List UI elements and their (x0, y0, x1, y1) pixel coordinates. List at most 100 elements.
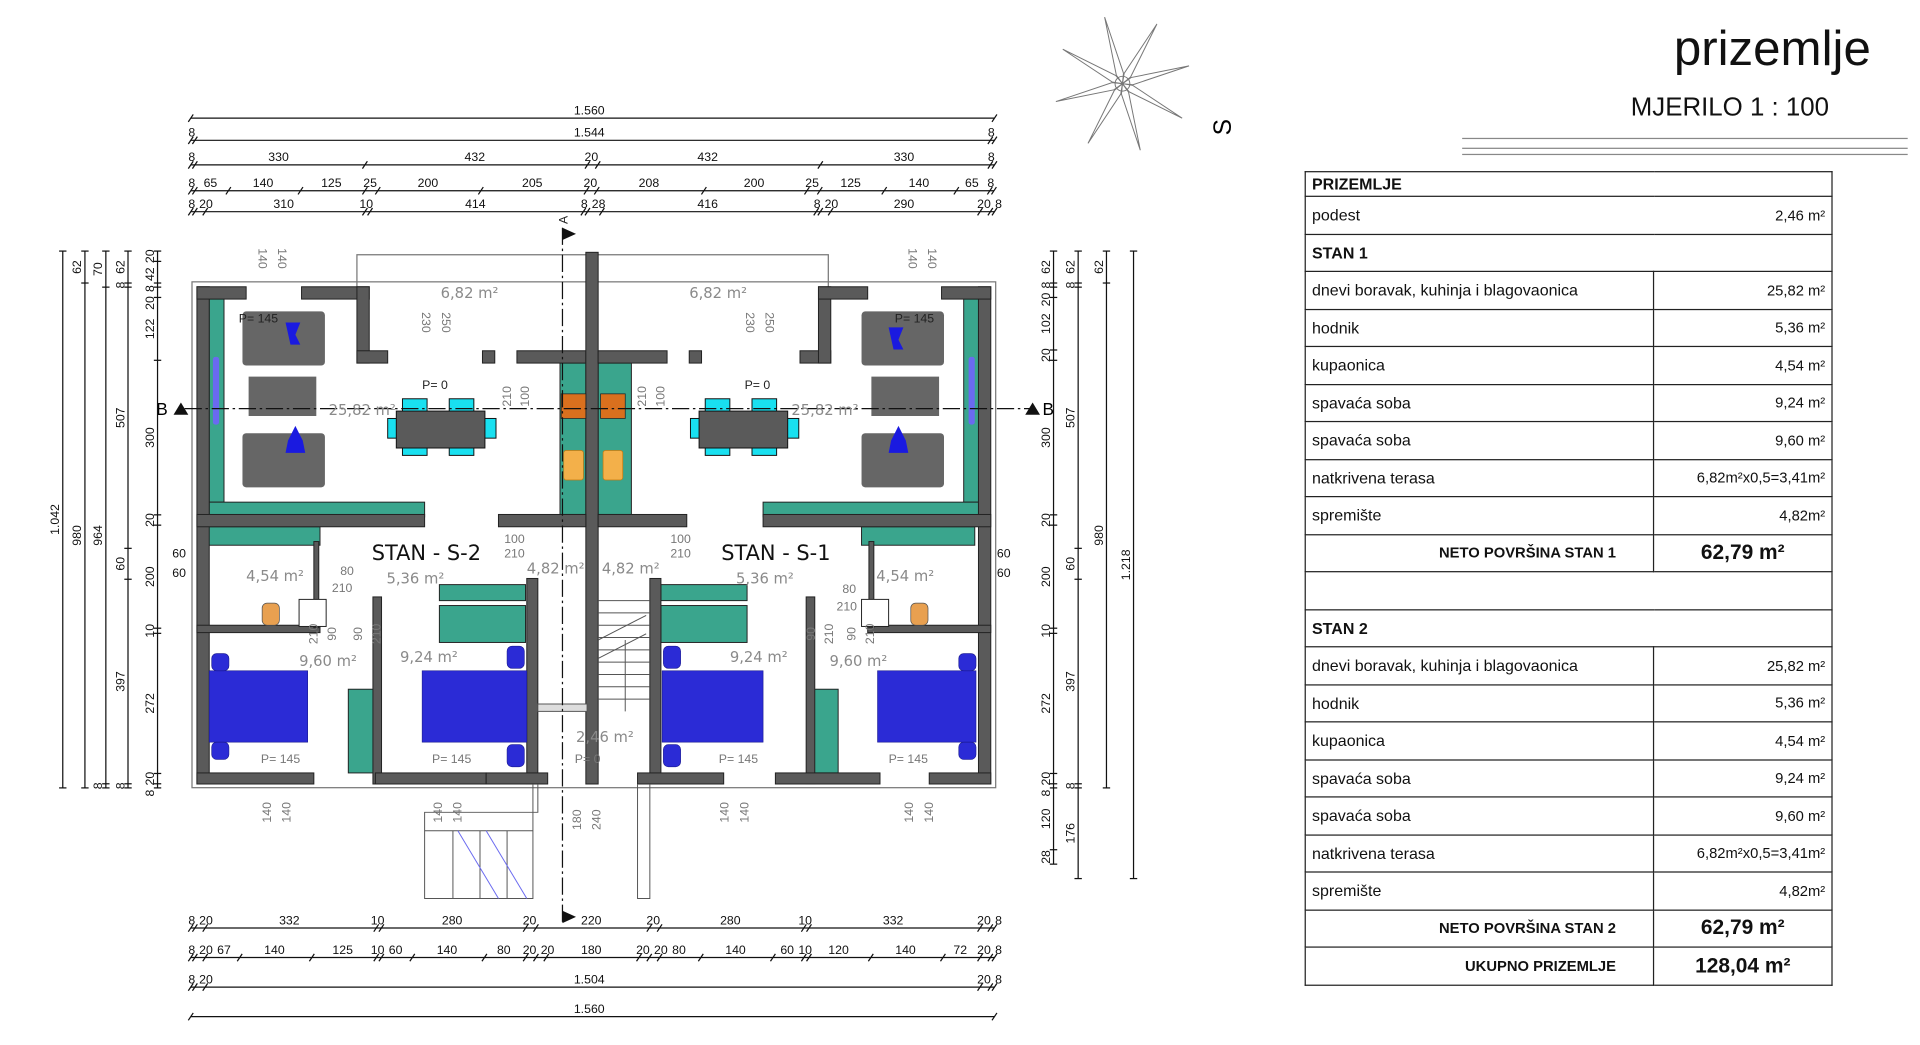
opening-dimension-label: 140 (279, 802, 293, 823)
dimension-tick (202, 953, 209, 962)
dimension-tick (991, 953, 998, 962)
opening-dimension-label: 100 (504, 532, 525, 546)
dimension-label: 20 (646, 913, 660, 927)
room-area: 9,60 m² (830, 653, 888, 670)
side-opening-label: 60 (997, 566, 1011, 580)
dimension-label: 8 (113, 782, 127, 789)
dimension-label: 280 (442, 913, 463, 927)
dimension-label: 8 (91, 782, 105, 789)
dimension-tick (374, 186, 381, 195)
grand-total-label: UKUPNO PRIZEMLJE (1304, 946, 1655, 986)
toilet-icon (261, 602, 929, 626)
dimension-label: 65 (965, 176, 979, 190)
opening-dimension-label: 140 (451, 802, 465, 823)
side-opening-label: 60 (997, 547, 1011, 561)
dimension-label: 330 (268, 150, 289, 164)
dimension-tick (361, 160, 368, 169)
dimension-tick (297, 186, 304, 195)
dimension-tick (806, 953, 812, 962)
dimension-label: 62 (1092, 260, 1106, 274)
dimension-label: 8 (143, 789, 157, 796)
lamp-icon (285, 322, 909, 453)
floor-level-labels: P= 145 P= 145 P= 0 P= 0 P= 145 P= 145 P=… (239, 311, 934, 766)
dimension-label: 8 (995, 972, 1002, 986)
dimension-label: 507 (1063, 407, 1077, 428)
dimension-label: 980 (70, 525, 84, 546)
opening-dimension-label: 80 (842, 582, 856, 596)
dimension-label: 8 (995, 943, 1002, 957)
dimension-tick (373, 923, 380, 933)
opening-dimension-label: 210 (822, 623, 836, 644)
level-label: P= 0 (745, 378, 771, 392)
dimension-label: 8 (995, 197, 1002, 211)
dimension-label: 980 (1092, 525, 1106, 546)
dimension-label: 20 (143, 772, 157, 786)
dimension-tick (532, 953, 539, 962)
side-opening-label: 60 (172, 547, 186, 561)
total-label: NETO POVRŠINA STAN 2 (1304, 908, 1655, 948)
side-opening-label: 60 (172, 566, 186, 580)
dimension-tick (191, 186, 198, 195)
dimension-label: 10 (798, 913, 812, 927)
dimension-label: 1.544 (574, 126, 605, 140)
spacer-row (1304, 571, 1833, 610)
dimension-label: 8 (1063, 782, 1077, 789)
dimension-tick (202, 983, 209, 992)
room-area: 2,46 m² (576, 729, 634, 746)
dimension-label: 414 (465, 197, 486, 211)
dimension-tick (827, 207, 834, 216)
dimension-tick (803, 186, 810, 195)
room-area-labels: 6,82 m² 6,82 m² 25,82 m² 25,82 m² 4,54 m… (246, 285, 934, 746)
dimension-label: 208 (639, 176, 660, 190)
dimension-tick (991, 160, 998, 169)
dimension-tick (584, 160, 591, 169)
dimension-tick (477, 186, 484, 195)
opening-dimension-label: 140 (275, 248, 289, 269)
level-label: P= 145 (895, 311, 934, 325)
row-label: hodnik (1304, 308, 1655, 348)
dimension-tick (636, 953, 642, 962)
row-value: 9,24 m² (1652, 383, 1833, 423)
dimension-label: 25 (363, 176, 377, 190)
sink-icon (563, 450, 624, 481)
dimension-label: 20 (143, 513, 157, 527)
dimension-label: 8 (1039, 789, 1053, 796)
dimension-label: 300 (143, 427, 157, 448)
dimension-label: 20 (523, 943, 537, 957)
dimension-label: 20 (199, 197, 213, 211)
dimension-tick (817, 207, 824, 216)
dimension-label: 330 (894, 150, 915, 164)
opening-dimension-label: 90 (325, 627, 339, 641)
dimension-label: 20 (977, 197, 991, 211)
dimension-tick (191, 207, 198, 216)
dimension-label: 1.218 (1119, 549, 1133, 580)
opening-dimension-label: 210 (504, 547, 525, 561)
dimension-tick (800, 923, 807, 933)
dimension-label: 125 (321, 176, 342, 190)
dimension-tick (990, 186, 997, 195)
dimension-tick (593, 186, 600, 195)
sofas (242, 311, 945, 488)
dimension-label: 290 (894, 197, 915, 211)
dimension-label: 507 (113, 407, 127, 428)
row-label: kupaonica (1304, 345, 1655, 385)
dimension-tick (991, 207, 998, 216)
opening-dimension-label: 100 (654, 386, 668, 407)
dimension-tick (598, 207, 605, 216)
dimension-tick (977, 207, 984, 216)
section-lines (184, 227, 1032, 924)
dimension-label: 8 (581, 197, 588, 211)
dimension-tick (594, 160, 601, 169)
dimension-label: 397 (1063, 671, 1077, 692)
dimension-tick (817, 160, 824, 169)
dimension-label: 200 (143, 566, 157, 587)
row-label: spremište (1304, 871, 1655, 911)
row-value: 25,82 m² (1652, 270, 1833, 310)
dimension-tick (800, 953, 807, 962)
dimension-tick (977, 923, 984, 933)
dimension-tick (367, 207, 374, 216)
dimension-label: 8 (188, 197, 195, 211)
opening-dimension-label: 210 (307, 623, 321, 644)
